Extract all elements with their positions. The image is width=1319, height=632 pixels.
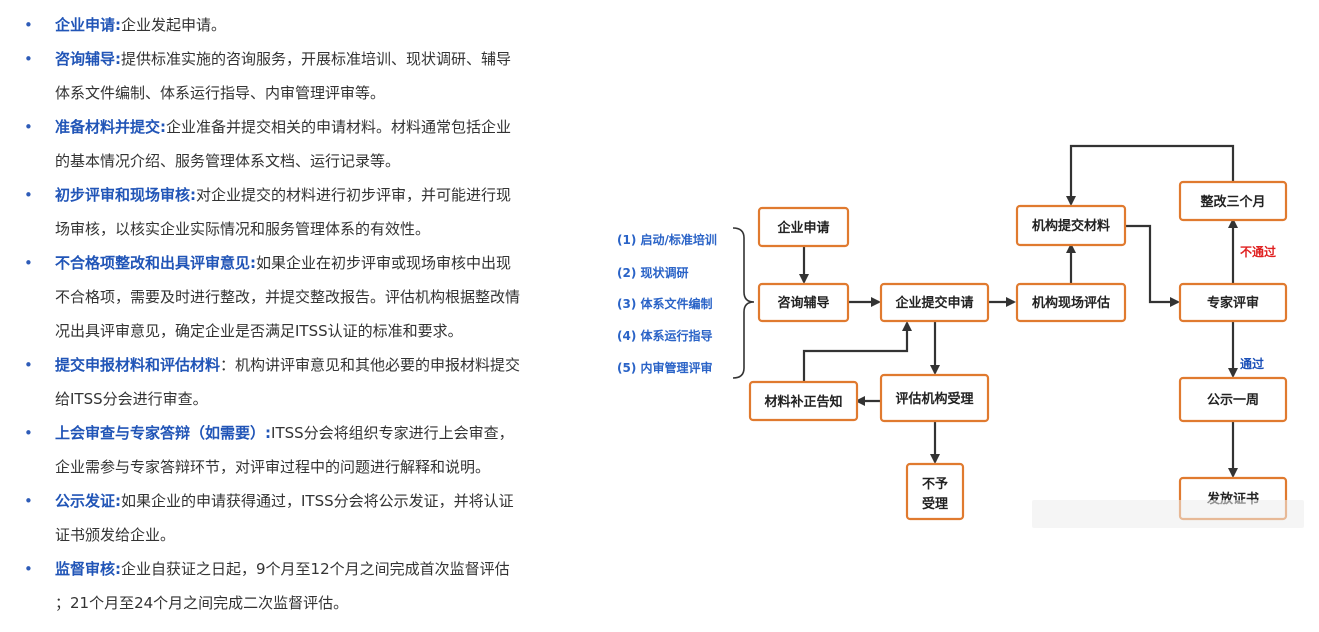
fail-label: 不通过 bbox=[1240, 244, 1276, 259]
node-submit: 企业提交申请 bbox=[879, 282, 990, 323]
node-rectify: 整改三个月 bbox=[1178, 180, 1288, 222]
step-item: • 公示发证:如果企业的申请获得通过，ITSS分会将公示发证，并将认证证书颁发给企… bbox=[18, 484, 598, 552]
node-submit-label: 企业提交申请 bbox=[894, 295, 973, 311]
node-materials: 机构提交材料 bbox=[1015, 204, 1127, 247]
pass-label: 通过 bbox=[1240, 356, 1264, 371]
step-term: 上会审查与专家答辩（如需要）: bbox=[55, 424, 272, 442]
step-body-cont: 体系文件编制、体系运行指导、内审管理评审等。 bbox=[55, 84, 386, 102]
node-accept-box bbox=[879, 373, 990, 423]
flow-connectors bbox=[799, 144, 1238, 478]
step-item: • 准备材料并提交:企业准备并提交相关的申请材料。材料通常包括企业的基本情况介绍、… bbox=[18, 110, 598, 178]
node-supplement-box bbox=[748, 380, 859, 422]
step-body-cont: 场审核，以核实企业实际情况和服务管理体系的有效性。 bbox=[55, 220, 431, 238]
consult-brace bbox=[732, 227, 755, 379]
step-body: 对企业提交的材料进行初步评审，并可能进行现 bbox=[196, 186, 512, 204]
step-body: ITSS分会将组织专家进行上会审查， bbox=[271, 424, 514, 442]
step-item: • 提交申报材料和评估材料：机构讲评审意见和其他必要的申报材料提交给ITSS分会进… bbox=[18, 348, 598, 416]
step-term: 不合格项整改和出具评审意见: bbox=[55, 254, 256, 272]
step-term: 企业申请: bbox=[55, 16, 121, 34]
step-body-cont: 企业需参与专家答辩环节，对评审过程中的问题进行解释和说明。 bbox=[55, 458, 491, 476]
node-consult: 咨询辅导 bbox=[757, 282, 850, 323]
arrow-rectify-materials bbox=[1066, 144, 1235, 206]
step-body-cont: 证书颁发给企业。 bbox=[55, 526, 176, 544]
bullet: • bbox=[24, 424, 33, 442]
step-body-cont: 的基本情况介绍、服务管理体系文档、运行记录等。 bbox=[55, 152, 401, 170]
step-item: • 咨询辅导:提供标准实施的咨询服务，开展标准培训、现状调研、辅导体系文件编制、体… bbox=[18, 42, 598, 110]
step-item: • 企业申请:企业发起申请。 bbox=[18, 8, 598, 42]
bullet: • bbox=[24, 186, 33, 204]
arrow-supplement-submit bbox=[802, 321, 912, 382]
step-body: 提供标准实施的咨询服务，开展标准培训、现状调研、辅导 bbox=[121, 50, 512, 68]
step-item: • 初步评审和现场审核:对企业提交的材料进行初步评审，并可能进行现场审核，以核实企… bbox=[18, 178, 598, 246]
node-consult-label: 咨询辅导 bbox=[777, 295, 829, 311]
node-apply: 企业申请 bbox=[757, 206, 850, 248]
node-materials-label: 机构提交材料 bbox=[1032, 218, 1110, 234]
step-item: • 上会审查与专家答辩（如需要）:ITSS分会将组织专家进行上会审查， 企业需参与专… bbox=[18, 416, 598, 484]
node-reject-box bbox=[905, 462, 965, 521]
node-apply-label: 企业申请 bbox=[776, 220, 829, 236]
node-onsite: 机构现场评估 bbox=[1015, 282, 1127, 323]
step-term: 公示发证: bbox=[55, 492, 121, 510]
node-onsite-box bbox=[1015, 282, 1127, 323]
step-body: 如果企业的申请获得通过，ITSS分会将公示发证，并将认证 bbox=[121, 492, 514, 510]
arrow-materials-review bbox=[1125, 224, 1180, 307]
node-review: 专家评审 bbox=[1178, 282, 1288, 323]
step-body-cont: ；21个月至24个月之间完成二次监督评估。 bbox=[55, 594, 349, 612]
node-review-label: 专家评审 bbox=[1207, 295, 1259, 311]
node-publicize: 公示一周 bbox=[1178, 376, 1288, 423]
bullet: • bbox=[24, 356, 33, 374]
node-submit-box bbox=[879, 282, 990, 323]
bullet: • bbox=[24, 50, 33, 68]
node-reject-label-line1: 不予 bbox=[922, 477, 948, 492]
consult-item: (4) 体系运行指导 bbox=[617, 328, 713, 343]
step-term: 监督审核: bbox=[55, 560, 121, 578]
bullet: • bbox=[24, 254, 33, 272]
node-accept-label: 评估机构受理 bbox=[895, 391, 973, 407]
step-term: 准备材料并提交: bbox=[55, 118, 166, 136]
node-rectify-box bbox=[1178, 180, 1288, 222]
bullet: • bbox=[24, 16, 33, 34]
consult-item: (1) 启动/标准培训 bbox=[617, 232, 717, 247]
step-body: 企业准备并提交相关的申请材料。材料通常包括企业 bbox=[166, 118, 512, 136]
step-body-cont: 不合格项，需要及时进行整改，并提交整改报告。评估机构根据整改情 bbox=[55, 288, 521, 306]
watermark bbox=[1032, 500, 1304, 528]
bullet: • bbox=[24, 560, 33, 578]
node-materials-box bbox=[1015, 204, 1127, 247]
consult-items-list: (1) 启动/标准培训 (2) 现状调研 (3) 体系文件编制 (4) 体系运行… bbox=[617, 232, 717, 375]
node-reject: 不予 受理 bbox=[905, 462, 965, 521]
bullet: • bbox=[24, 492, 33, 510]
step-body: 企业发起申请。 bbox=[121, 16, 227, 34]
node-onsite-label: 机构现场评估 bbox=[1032, 295, 1110, 311]
node-rectify-label: 整改三个月 bbox=[1199, 194, 1265, 210]
node-supplement: 材料补正告知 bbox=[748, 380, 859, 422]
consult-item: (2) 现状调研 bbox=[617, 265, 689, 280]
step-body-cont: 给ITSS分会进行审查。 bbox=[55, 390, 208, 408]
node-publicize-label: 公示一周 bbox=[1207, 393, 1259, 408]
node-supplement-label: 材料补正告知 bbox=[764, 394, 842, 410]
step-item: • 不合格项整改和出具评审意见:如果企业在初步评审或现场审核中出现不合格项，需要及… bbox=[18, 246, 598, 348]
process-steps-list: • 企业申请:企业发起申请。 • 咨询辅导:提供标准实施的咨询服务，开展标准培训、现… bbox=[18, 8, 598, 620]
node-review-box bbox=[1178, 282, 1288, 323]
step-body: 企业自获证之日起，9个月至12个月之间完成首次监督评估 bbox=[121, 560, 510, 578]
bullet: • bbox=[24, 118, 33, 136]
node-consult-box bbox=[757, 282, 850, 323]
consult-item: (3) 体系文件编制 bbox=[617, 296, 713, 311]
node-reject-label-line2: 受理 bbox=[922, 496, 948, 512]
consult-item: (5) 内审管理评审 bbox=[617, 360, 713, 375]
node-publicize-box bbox=[1178, 376, 1288, 423]
step-term: 提交申报材料和评估材料 bbox=[55, 356, 221, 374]
step-body: 如果企业在初步评审或现场审核中出现 bbox=[256, 254, 512, 272]
step-term: 咨询辅导: bbox=[55, 50, 121, 68]
node-accept: 评估机构受理 bbox=[879, 373, 990, 423]
step-body-cont: 况出具评审意见，确定企业是否满足ITSS认证的标准和要求。 bbox=[55, 322, 463, 340]
node-apply-box bbox=[757, 206, 850, 248]
step-item: • 监督审核:企业自获证之日起，9个月至12个月之间完成首次监督评估 ；21个月至2… bbox=[18, 552, 598, 620]
step-body: ：机构讲评审意见和其他必要的申报材料提交 bbox=[220, 356, 521, 374]
step-term: 初步评审和现场审核: bbox=[55, 186, 196, 204]
